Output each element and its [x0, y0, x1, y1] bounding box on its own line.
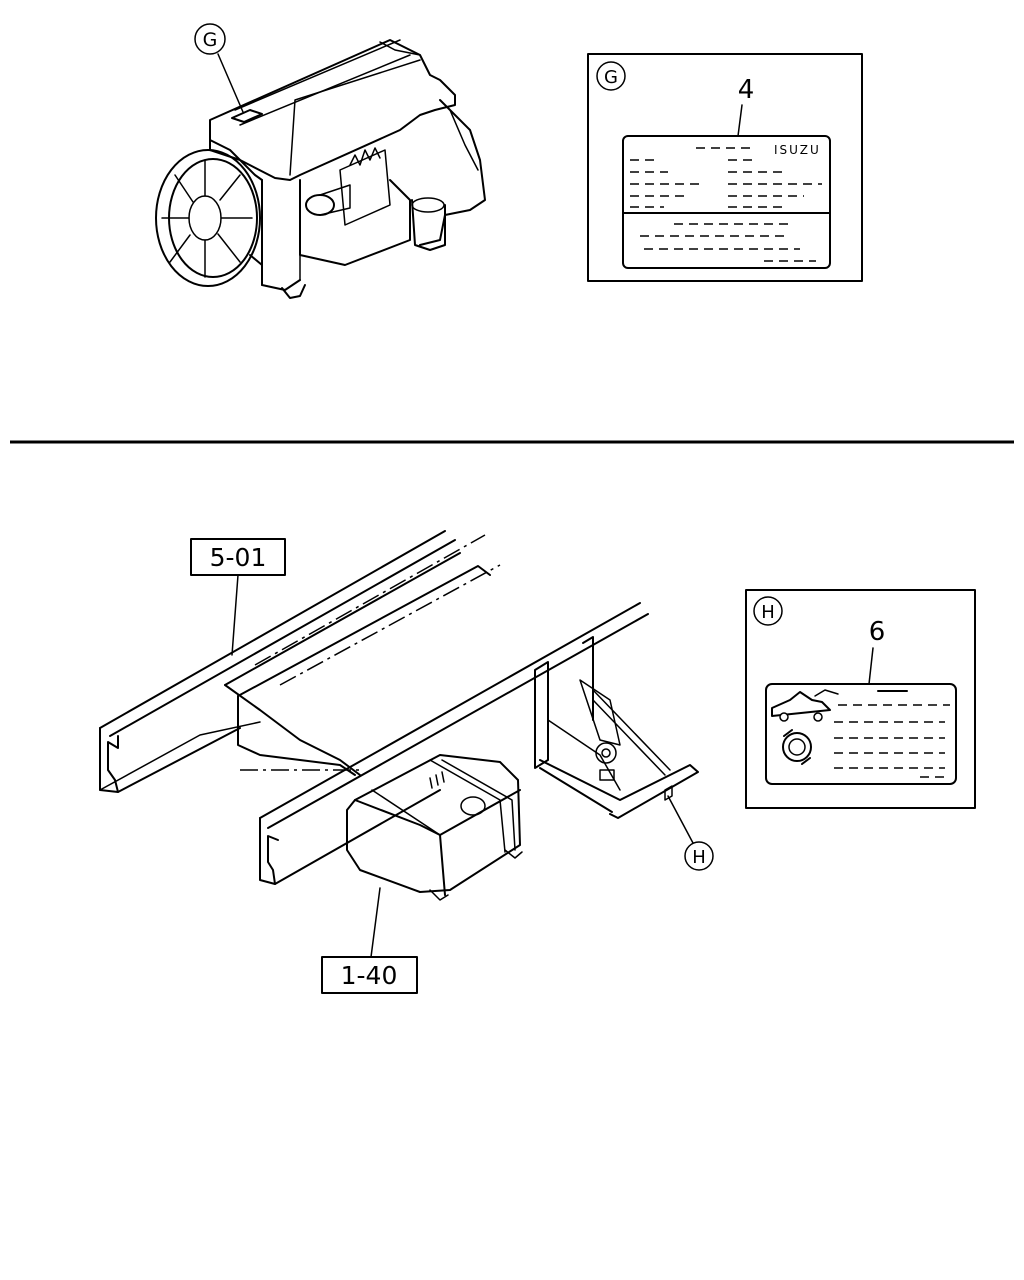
chassis-frame-illustration: [99, 530, 699, 901]
detail-box-g: G 4 ISUZU: [587, 53, 863, 282]
ref-box-5-01[interactable]: 5-01: [190, 538, 286, 656]
g-marker-letter: G: [203, 29, 218, 51]
part-number-4: 4: [738, 75, 755, 105]
ref-1-40-text: 1-40: [341, 961, 398, 990]
ref-5-01-text: 5-01: [210, 543, 267, 572]
h-marker-callout: H: [667, 795, 714, 871]
isuzu-brand-text: ISUZU: [774, 143, 821, 157]
fuel-tank: [346, 754, 523, 901]
g-marker-callout: G: [194, 23, 244, 113]
h-marker-letter: H: [692, 847, 706, 868]
tire-carrier-label-plate: [765, 683, 957, 785]
part-number-6: 6: [869, 617, 886, 647]
detail-g-letter: G: [604, 67, 618, 88]
detail-h-letter: H: [761, 602, 775, 623]
engine-illustration: [155, 39, 486, 299]
ref-box-1-40[interactable]: 1-40: [321, 887, 418, 994]
isuzu-label-plate: ISUZU: [622, 135, 831, 269]
detail-box-h: H 6: [745, 589, 976, 809]
